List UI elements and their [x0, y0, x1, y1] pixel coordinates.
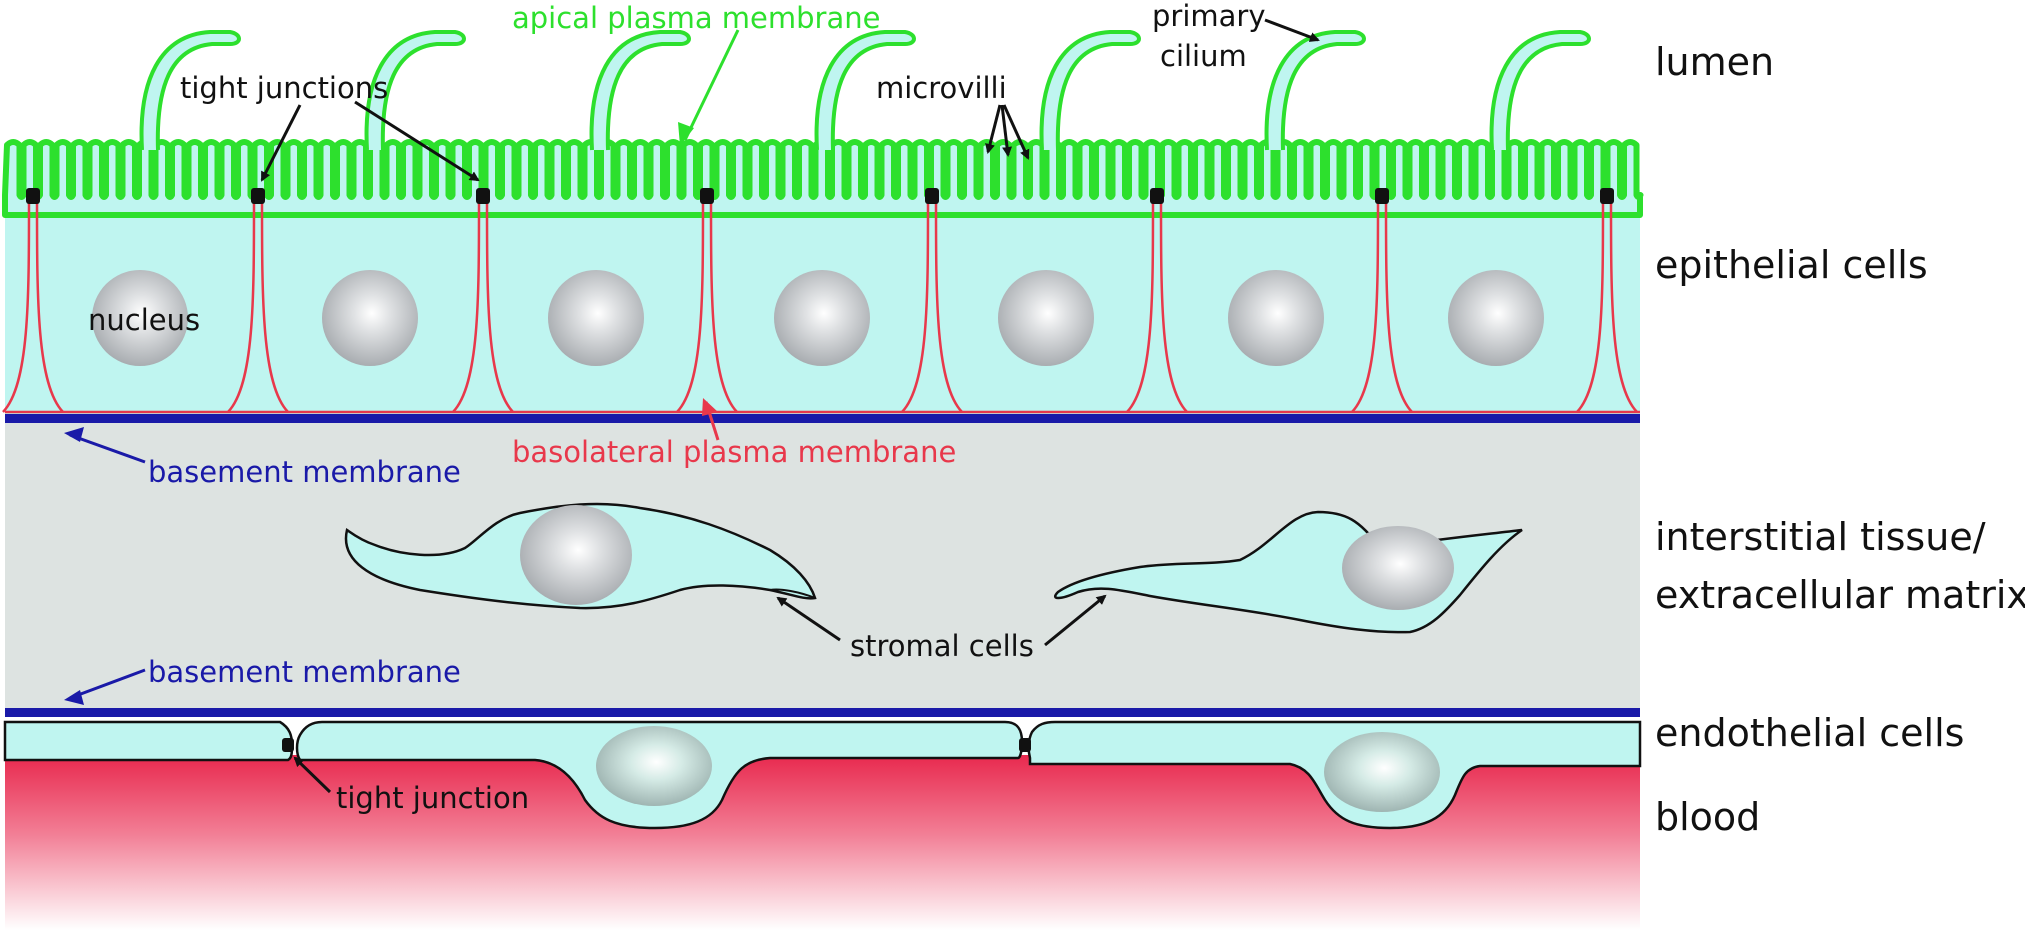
basement-membrane-label-top: basement membrane	[148, 455, 461, 489]
side-label-lumen: lumen	[1655, 40, 1774, 84]
side-label-epithelial: epithelial cells	[1655, 243, 1928, 287]
side-label-endothelial: endothelial cells	[1655, 711, 1964, 755]
stromal-nucleus-left	[520, 505, 632, 605]
lateral-membrane	[2, 199, 64, 413]
endothelial-tight-junction-left	[282, 738, 294, 752]
basement-arrow-top-head	[64, 427, 84, 442]
lateral-membrane	[1576, 199, 1638, 413]
tight-junction	[1600, 188, 1614, 204]
basement-membrane-upper	[5, 414, 1640, 423]
apical-arrow	[683, 29, 740, 141]
tight-junction	[700, 188, 714, 204]
epithelial-nuclei	[92, 270, 1544, 366]
primary-cilia-group	[139, 30, 1591, 151]
microvilli-arrow-3	[1002, 104, 1030, 160]
endothelial-cell-left	[3, 720, 294, 762]
primary-cilium-label-2: cilium	[1160, 39, 1247, 73]
stromal-arrow-left	[776, 596, 841, 642]
apical-label: apical plasma membrane	[512, 1, 880, 35]
primary-cilium	[1489, 30, 1591, 151]
tight-junction	[251, 188, 265, 204]
nucleus	[998, 270, 1094, 366]
primary-cilium	[589, 30, 691, 151]
basolateral-membranes	[2, 199, 1640, 414]
stromal-arrow-right	[1044, 594, 1107, 647]
tight-junction	[925, 188, 939, 204]
tight-junctions-group	[26, 188, 1614, 204]
nucleus	[548, 270, 644, 366]
basement-arrow-top	[69, 433, 146, 464]
cilium-arrow	[1264, 18, 1320, 42]
primary-cilium	[1264, 30, 1366, 151]
tight-junction-arrow	[293, 756, 332, 794]
tight-junction	[26, 188, 40, 204]
microvilli-label: microvilli	[876, 71, 1007, 105]
stromal-cell-left-tip	[769, 588, 816, 599]
nucleus-label: nucleus	[88, 303, 200, 337]
stromal-cells-label: stromal cells	[850, 629, 1034, 663]
tight-junction	[1375, 188, 1389, 204]
lateral-membrane	[1126, 199, 1188, 413]
primary-cilium	[139, 30, 241, 151]
primary-cilium	[1039, 30, 1141, 151]
lateral-membrane	[227, 199, 289, 413]
stromal-nucleus-right	[1342, 526, 1454, 610]
lateral-membrane	[452, 199, 514, 413]
microvilli-arrow-1	[985, 104, 1002, 154]
nucleus	[774, 270, 870, 366]
basement-arrow-bottom	[69, 668, 146, 700]
primary-cilium	[814, 30, 916, 151]
nucleus	[322, 270, 418, 366]
primary-cilium	[364, 30, 466, 151]
tight-junctions-arrow-left	[260, 104, 302, 182]
tight-junction-label: tight junction	[336, 781, 529, 815]
nucleus	[1448, 270, 1544, 366]
endothelial-nucleus-left	[596, 726, 712, 806]
side-label-blood: blood	[1655, 795, 1760, 839]
apical-membrane-microvilli	[2, 139, 1644, 218]
endothelial-nucleus-right	[1324, 732, 1440, 812]
nucleus	[1228, 270, 1324, 366]
lateral-membrane	[901, 199, 963, 413]
apical-arrow-head	[678, 122, 694, 146]
nucleus	[92, 270, 188, 366]
lateral-membrane	[1351, 199, 1413, 413]
tight-junction	[476, 188, 490, 204]
basement-membrane-label-bottom: basement membrane	[148, 655, 461, 689]
microvilli-arrow-2	[1000, 104, 1013, 157]
primary-cilium-label-1: primary	[1152, 0, 1266, 33]
tight-junction	[1150, 188, 1164, 204]
side-label-interstitial-2: extracellular matrix	[1655, 573, 2025, 617]
lateral-membrane	[676, 199, 738, 413]
basement-arrow-bottom-head	[64, 690, 84, 705]
basolateral-label: basolateral plasma membrane	[512, 435, 956, 469]
basolateral-arrow-head	[702, 398, 718, 416]
side-label-interstitial-1: interstitial tissue/	[1655, 515, 1986, 559]
tight-junctions-arrow-right	[354, 100, 480, 182]
endothelial-tight-junction-right	[1019, 738, 1031, 752]
basement-membrane-lower	[5, 708, 1640, 717]
tight-junctions-label: tight junctions	[180, 71, 388, 105]
